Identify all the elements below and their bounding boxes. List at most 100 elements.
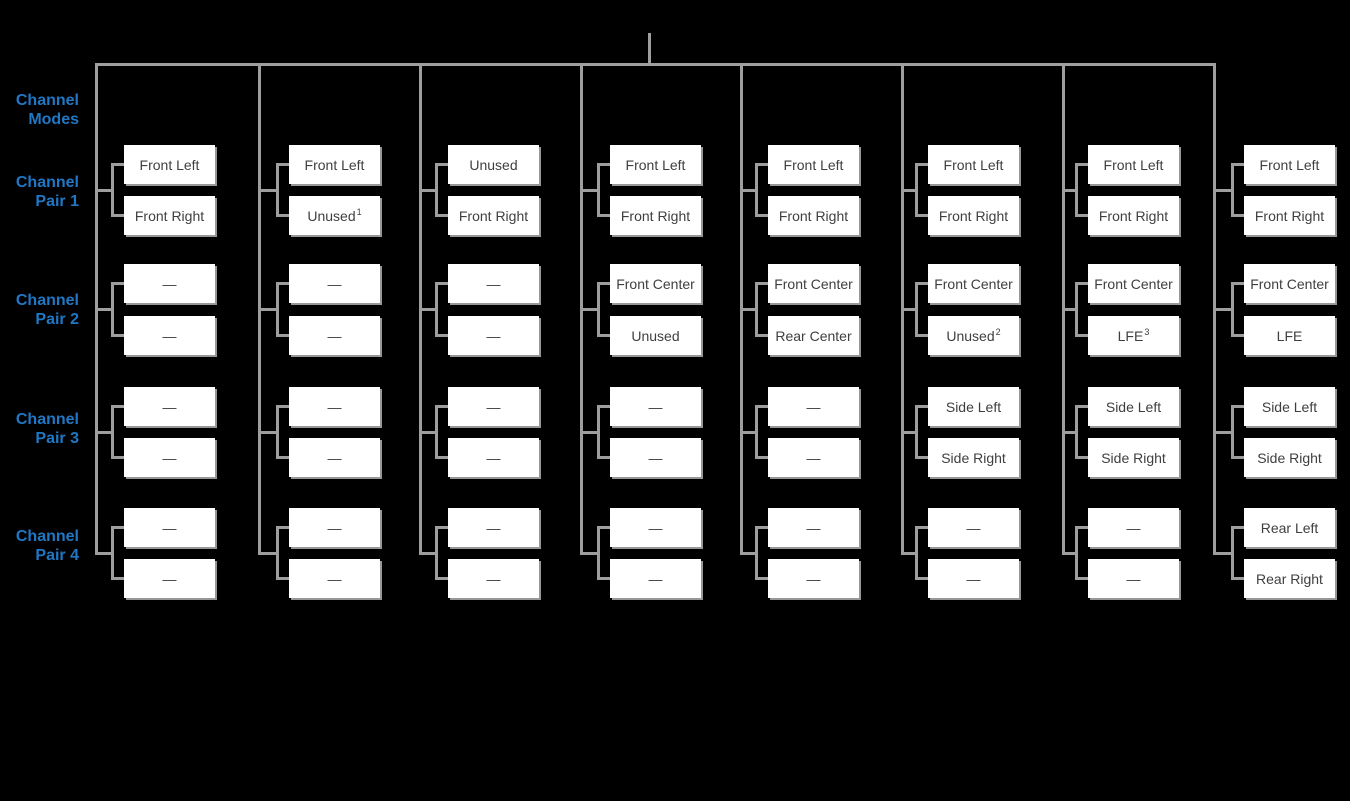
channel-box-label: —: [327, 519, 342, 536]
channel-box-label: Rear Left: [1260, 519, 1319, 536]
pair-connector-line: [258, 308, 279, 311]
channel-box: Front Left: [1088, 145, 1179, 184]
pair-connector-line: [1062, 188, 1078, 192]
pair-connector-line: [740, 188, 758, 192]
channel-box-label: —: [806, 570, 821, 587]
channel-box: Front Right: [610, 196, 701, 235]
box-stub-line: [597, 526, 610, 529]
channel-box-label: LFE: [1276, 327, 1303, 344]
channel-box: —: [768, 438, 859, 477]
channel-box-label: Front Right: [1254, 207, 1325, 224]
channel-box: —: [448, 387, 539, 426]
box-stub-line: [111, 282, 124, 285]
channel-box-label: Front Left: [943, 156, 1004, 173]
column-drop-line: [258, 63, 261, 555]
box-stub-line: [915, 577, 928, 580]
box-stub-line: [1231, 526, 1244, 529]
channel-box-label: —: [486, 449, 501, 466]
box-stub-line: [435, 214, 448, 217]
channel-box: —: [610, 508, 701, 547]
box-stub-line: [1231, 282, 1244, 285]
channel-box: Front Right: [928, 196, 1019, 235]
pair-connector-line: [580, 308, 600, 311]
channel-box-label: —: [806, 398, 821, 415]
box-stub-line: [915, 456, 928, 459]
channel-box: Front Left: [610, 145, 701, 184]
label-line: Channel: [15, 174, 79, 191]
box-stub-line: [915, 214, 928, 217]
channel-box-label: Front Center: [1094, 275, 1173, 292]
channel-box-label: —: [648, 570, 663, 587]
channel-box: —: [448, 264, 539, 303]
box-stub-line: [435, 577, 448, 580]
box-stub-line: [915, 163, 928, 166]
channel-box: Side Left: [1088, 387, 1179, 426]
box-stub-line: [755, 163, 768, 166]
pair-connector-line: [95, 308, 114, 311]
box-stub-line: [435, 405, 448, 408]
box-stub-line: [755, 214, 768, 217]
channel-box: Front Left: [1244, 145, 1335, 184]
tree-horizontal-line: [95, 63, 1216, 66]
channel-box: Front Right: [1244, 196, 1335, 235]
channel-box-label: Side Right: [1101, 449, 1166, 466]
channel-box-label: —: [486, 519, 501, 536]
box-stub-line: [1075, 456, 1088, 459]
channel-box-label: Front Left: [304, 156, 365, 173]
label-line: Channel: [15, 528, 79, 545]
channel-box: Front Center: [610, 264, 701, 303]
box-stub-line: [276, 334, 289, 337]
box-stub-line: [1075, 526, 1088, 529]
channel-box-label: Front Center: [774, 275, 853, 292]
box-stub-line: [276, 577, 289, 580]
box-stub-line: [276, 282, 289, 285]
box-stub-line: [111, 405, 124, 408]
pair-connector-line: [95, 188, 114, 192]
box-stub-line: [1075, 214, 1088, 217]
box-stub-line: [597, 334, 610, 337]
channel-box: Side Right: [1244, 438, 1335, 477]
channel-box-label: —: [162, 275, 177, 292]
label-line: Pair 3: [35, 430, 79, 447]
box-stub-line: [915, 526, 928, 529]
channel-box: —: [1088, 508, 1179, 547]
box-stub-line: [1231, 214, 1244, 217]
channel-box: —: [289, 559, 380, 598]
channel-box-label: —: [162, 327, 177, 344]
channel-box: —: [448, 438, 539, 477]
box-stub-line: [597, 282, 610, 285]
pair-connector-line: [901, 188, 918, 192]
channel-box-label: —: [806, 449, 821, 466]
channel-box-label: Front Right: [134, 207, 205, 224]
label-line: Pair 4: [35, 547, 79, 564]
pair-connector-line: [1062, 308, 1078, 311]
box-stub-line: [1231, 163, 1244, 166]
channel-box-label: Front Left: [625, 156, 686, 173]
box-stub-line: [276, 163, 289, 166]
pair-connector-line: [95, 551, 114, 555]
box-stub-line: [111, 334, 124, 337]
channel-box-label: —: [806, 519, 821, 536]
box-stub-line: [1231, 577, 1244, 580]
channel-box-label: Front Left: [1103, 156, 1164, 173]
channel-box: —: [610, 387, 701, 426]
box-stub-line: [1075, 577, 1088, 580]
channel-box-label: —: [966, 519, 981, 536]
channel-box: Rear Left: [1244, 508, 1335, 547]
box-stub-line: [276, 456, 289, 459]
channel-box-label: —: [327, 275, 342, 292]
channel-box-label: Front Left: [783, 156, 844, 173]
box-stub-line: [1075, 405, 1088, 408]
channel-box: —: [289, 264, 380, 303]
channel-box-label: Side Right: [941, 449, 1006, 466]
pair-connector-line: [258, 551, 279, 555]
label-line: Channel: [15, 92, 79, 109]
box-stub-line: [1231, 334, 1244, 337]
channel-box: Side Right: [928, 438, 1019, 477]
channel-box: —: [610, 559, 701, 598]
